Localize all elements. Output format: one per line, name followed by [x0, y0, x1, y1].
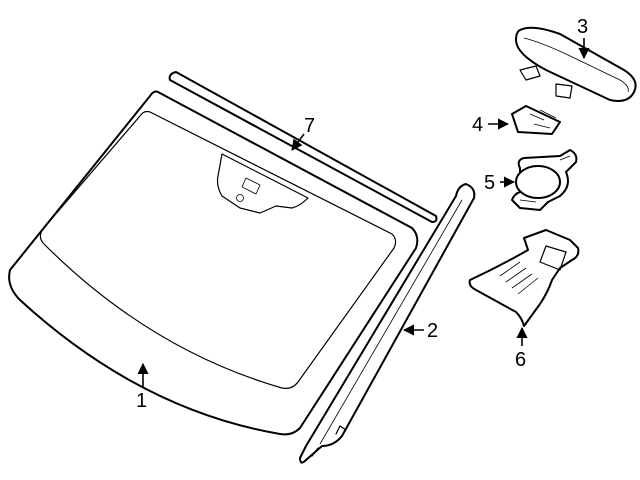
callout-labels: 1 2 3 4 5 6 7	[136, 16, 588, 412]
callout-6: 6	[515, 349, 526, 371]
leader-lines	[137, 38, 590, 388]
callout-7: 7	[304, 115, 315, 137]
callout-3: 3	[577, 16, 588, 38]
callout-4: 4	[472, 114, 483, 136]
callout-5: 5	[484, 172, 495, 194]
callout-1: 1	[136, 390, 147, 412]
mirror-bracket	[511, 105, 561, 135]
windshield-glass	[8, 90, 419, 436]
upper-molding	[168, 71, 438, 223]
side-molding	[299, 183, 476, 464]
sensor-cover	[468, 229, 580, 327]
leader-7	[291, 133, 305, 151]
rear-view-mirror	[515, 26, 637, 102]
callout-2: 2	[427, 320, 438, 342]
rain-sensor	[511, 149, 578, 211]
